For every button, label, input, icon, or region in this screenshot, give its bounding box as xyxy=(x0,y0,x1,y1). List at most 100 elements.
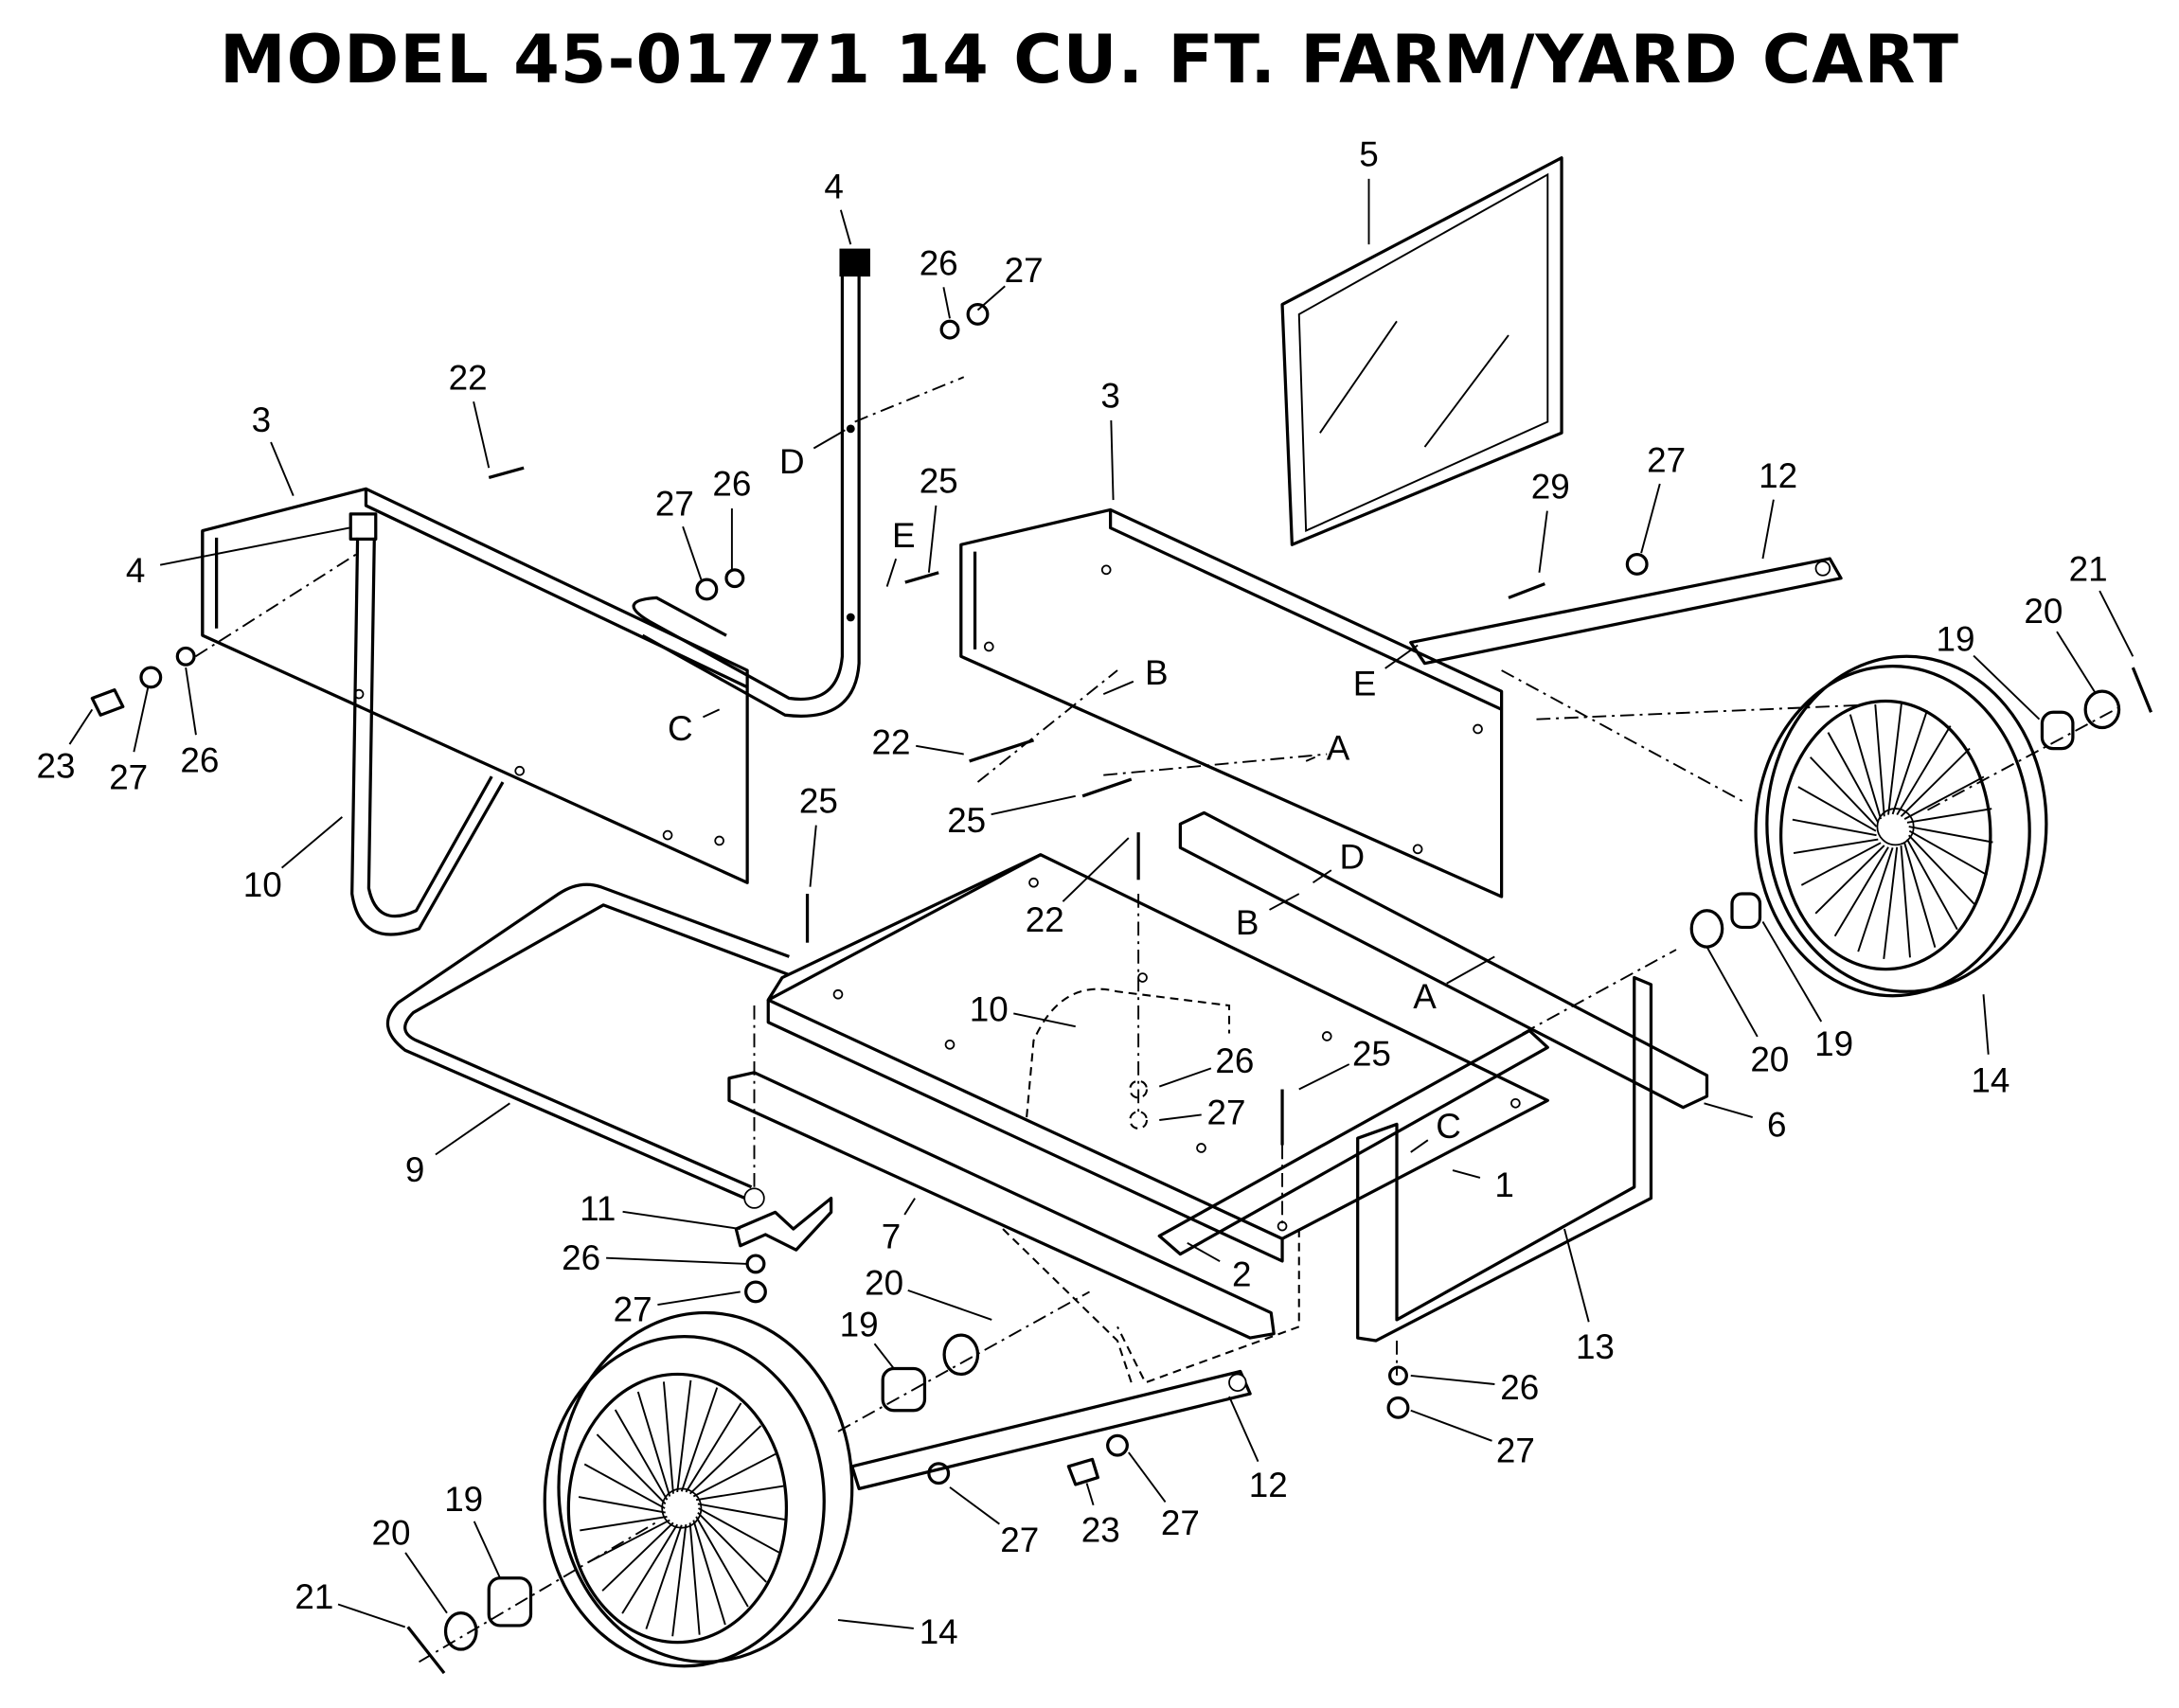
callout-label: 19 xyxy=(1814,1024,1853,1063)
wheel-spoke xyxy=(1908,834,1976,906)
wheel-spoke xyxy=(685,1402,742,1493)
wheel-spoke xyxy=(1908,826,1993,844)
leader-lines xyxy=(68,178,2134,1629)
wheel-spoke xyxy=(1874,703,1885,817)
callout-label: 19 xyxy=(444,1480,483,1519)
wheel-spoke xyxy=(621,1523,679,1614)
callout-label: 19 xyxy=(1937,619,1975,658)
wheel-spoke xyxy=(697,1503,785,1521)
callout-label: 29 xyxy=(1531,468,1570,507)
leader-line xyxy=(839,209,852,245)
callout-label: B xyxy=(1145,653,1169,692)
callout-label: 27 xyxy=(1496,1431,1535,1469)
leader-line xyxy=(606,1256,748,1265)
wheel-spoke xyxy=(1903,842,1937,948)
leader-line xyxy=(1312,869,1332,884)
wheel-spoke xyxy=(698,1507,779,1554)
hardware xyxy=(90,302,2153,1675)
wheel-spoke xyxy=(662,1381,674,1494)
callout-label: 26 xyxy=(562,1238,600,1277)
right-side-panel xyxy=(959,507,1504,898)
callout-label: C xyxy=(668,709,693,748)
callout-label: 26 xyxy=(1500,1368,1539,1407)
leader-line xyxy=(185,667,197,736)
leader-line xyxy=(991,794,1076,816)
wheel-spoke xyxy=(601,1521,674,1592)
callout-label: 27 xyxy=(1161,1503,1200,1542)
leader-line xyxy=(703,708,721,719)
wheel-spoke xyxy=(695,1516,749,1608)
wheel-spoke xyxy=(680,1387,719,1492)
wheel-spoke xyxy=(1833,846,1889,937)
callout-label: 27 xyxy=(109,757,148,796)
leader-line xyxy=(873,1343,895,1370)
callout-label: 21 xyxy=(2069,550,2108,589)
callout-label: 13 xyxy=(1576,1327,1615,1366)
leader-line xyxy=(1410,1409,1492,1442)
wheel-spoke xyxy=(1891,709,1928,815)
leader-line xyxy=(1298,1063,1350,1091)
callout-label: 20 xyxy=(1750,1040,1789,1078)
assembly-lines xyxy=(194,376,2124,1664)
callout-label: 27 xyxy=(614,1290,652,1328)
leader-line xyxy=(1305,756,1316,762)
wheel-spoke xyxy=(692,1452,777,1498)
leader-line xyxy=(2056,631,2097,694)
callout-label: 20 xyxy=(2024,592,2063,631)
leader-line xyxy=(1269,893,1300,911)
front-handle xyxy=(385,882,790,1209)
handle-tube-left xyxy=(348,512,505,936)
callout-label: 23 xyxy=(1081,1510,1120,1549)
wheel-spoke xyxy=(583,1463,666,1509)
leader-line xyxy=(280,816,343,869)
leader-line xyxy=(2099,590,2134,657)
callout-label: B xyxy=(1236,903,1259,942)
wheel-spoke xyxy=(1827,732,1880,824)
leader-line xyxy=(1452,1169,1481,1179)
wheel-spoke xyxy=(1908,829,1988,877)
leader-line xyxy=(337,1603,406,1628)
leader-line xyxy=(916,744,964,756)
leader-line xyxy=(1228,1396,1259,1463)
callout-label: A xyxy=(1327,728,1350,767)
rail-7 xyxy=(727,1071,1276,1340)
callout-label: 26 xyxy=(712,465,751,504)
wheel-spoke xyxy=(1797,786,1877,832)
leader-line xyxy=(1982,994,1990,1055)
leader-line xyxy=(1128,1451,1167,1503)
leader-line xyxy=(813,429,846,450)
callout-label: 10 xyxy=(970,989,1009,1028)
callout-label: 20 xyxy=(865,1263,903,1302)
bracket xyxy=(734,1196,833,1252)
tailgate-panel xyxy=(1280,156,1563,546)
wheel-spoke xyxy=(1857,847,1894,952)
callout-label: E xyxy=(1353,665,1377,703)
leader-line xyxy=(68,708,94,745)
leader-line xyxy=(1158,1067,1212,1088)
callout-label: 14 xyxy=(1971,1060,2009,1099)
callout-label: 5 xyxy=(1359,135,1379,174)
callout-label: 12 xyxy=(1249,1466,1288,1504)
axle xyxy=(1157,1028,1549,1256)
callout-label: 19 xyxy=(840,1306,879,1344)
leader-line xyxy=(907,1289,992,1321)
leader-line xyxy=(473,1521,501,1579)
callout-label: 2 xyxy=(1232,1255,1252,1294)
callout-label: 25 xyxy=(1352,1034,1391,1073)
wheel-spoke xyxy=(580,1515,668,1532)
wheel-spoke xyxy=(676,1379,692,1493)
callout-label: 22 xyxy=(449,359,488,398)
wheel-left xyxy=(543,1310,854,1668)
leader-line xyxy=(1159,1113,1202,1121)
wheel-spoke xyxy=(671,1524,688,1637)
wheel-spoke xyxy=(688,1425,762,1495)
wheel-spoke xyxy=(1849,714,1883,820)
wheel-spoke xyxy=(1906,839,1958,931)
wheel-spoke xyxy=(587,1519,670,1564)
callout-label: 26 xyxy=(920,244,958,283)
wheel-spoke xyxy=(1900,845,1911,958)
wheel-spoke xyxy=(596,1433,667,1505)
leader-line xyxy=(927,505,938,573)
callout-label: C xyxy=(1436,1107,1461,1146)
leader-line xyxy=(1973,654,2041,721)
